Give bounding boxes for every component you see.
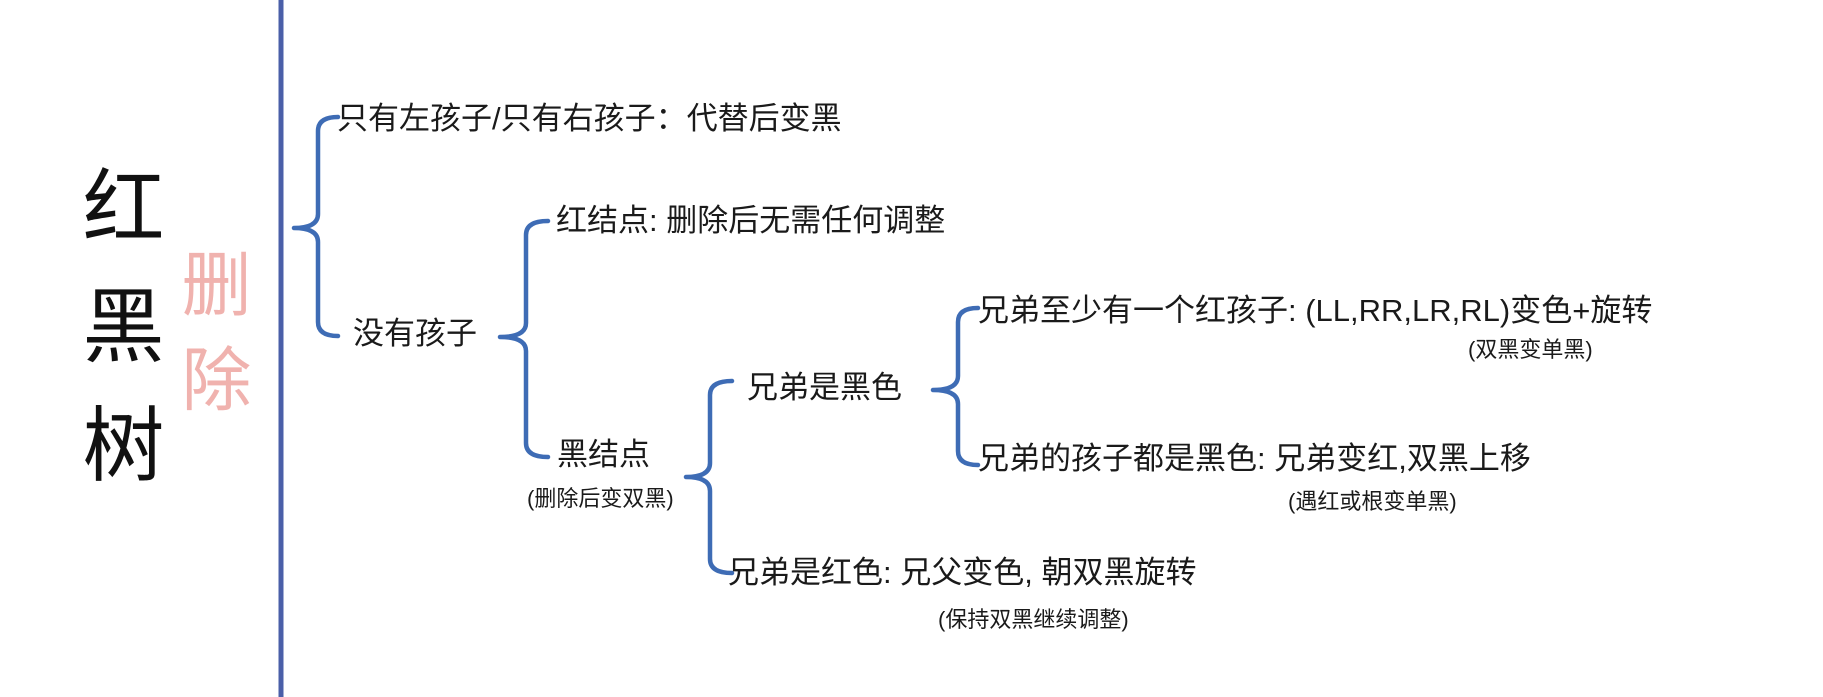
node-sibling-black: 兄弟是黑色 [747,370,902,405]
title-red-black-tree: 红黑树 [70,164,161,521]
node-sibling-children-black: 兄弟的孩子都是黑色: 兄弟变红,双黑上移 [978,441,1531,476]
note-sibling-red-keep-adjusting: (保持双黑继续调整) [938,607,1129,632]
node-no-children: 没有孩子 [353,316,477,351]
brace-connector-root [291,114,341,339]
node-black-node: 黑结点 [557,437,650,472]
brace-connector-no-child [497,218,551,460]
node-sibling-red: 兄弟是红色: 兄父变色, 朝双黑旋转 [728,555,1197,590]
node-only-one-child: 只有左孩子/只有右孩子：代替后变黑 [337,101,842,136]
note-meet-red-or-root: (遇红或根变单黑) [1288,489,1457,514]
note-black-node: (删除后变双黑) [527,486,674,511]
brace-connector-sibling-black [930,305,981,468]
note-double-black-to-single: (双黑变单黑) [1468,337,1593,362]
brace-connector-black-node [683,378,735,576]
node-sibling-has-red-child: 兄弟至少有一个红孩子: (LL,RR,LR,RL)变色+旋转 [978,293,1653,328]
node-red-node: 红结点: 删除后无需任何调整 [556,203,946,238]
title-delete-overlay: 删除 [172,248,250,438]
